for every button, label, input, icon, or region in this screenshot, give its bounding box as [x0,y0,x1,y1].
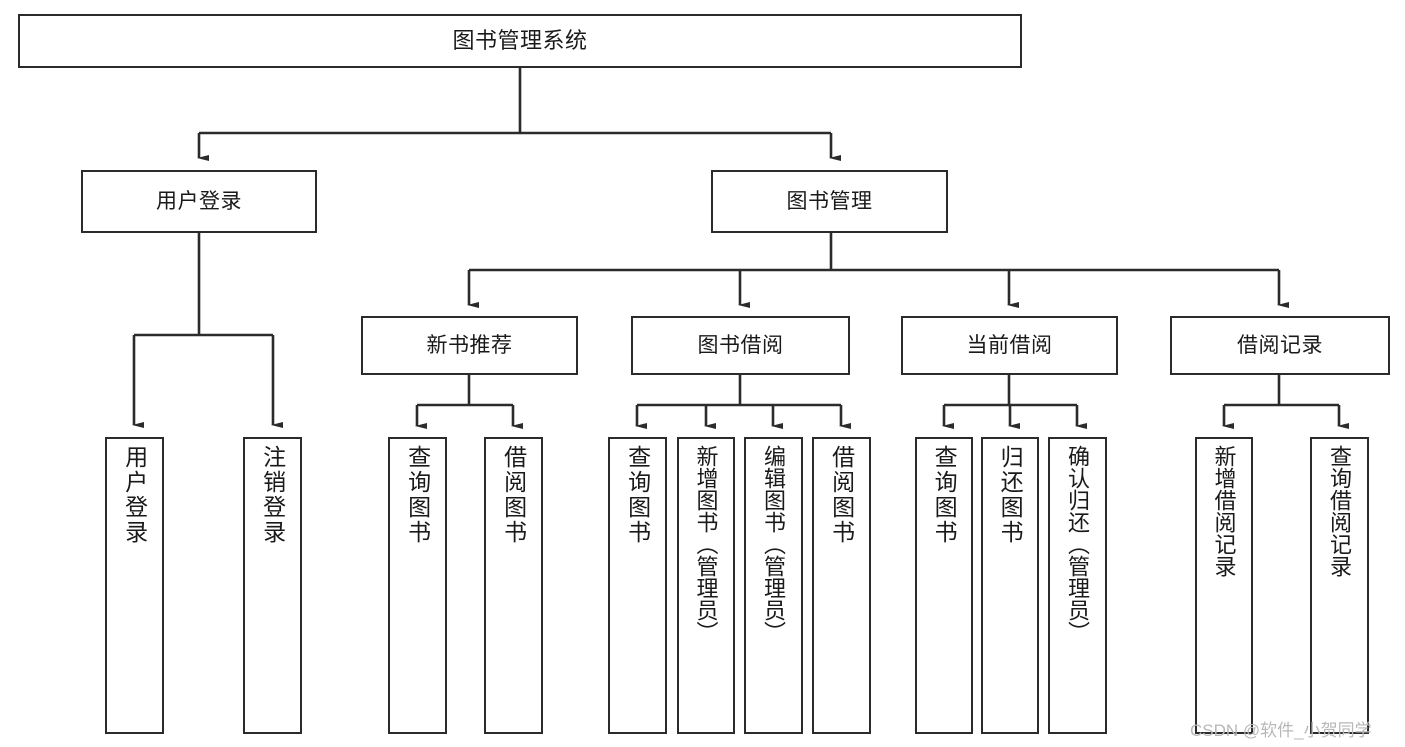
leaf-borrow-record-2-label: 查询借阅记录 [1327,445,1353,577]
leaf-book-borrow-1-label: 查询图书 [624,445,651,545]
csdn-watermark: CSDN @软件_小贺同学 [1190,721,1372,740]
leaf-current-borrow-3-label: 确认归还（管理员） [1065,445,1091,643]
node-root-label: 图书管理系统 [452,27,588,53]
leaf-book-borrow-3[interactable]: 编辑图书（管理员） [744,437,803,734]
leaf-book-borrow-3-label: 编辑图书（管理员） [761,445,787,643]
node-root[interactable]: 图书管理系统 [18,14,1022,68]
node-book-borrow-label: 图书借阅 [697,333,784,357]
leaf-user-login-1-label: 用户登录 [121,445,148,545]
leaf-book-borrow-4-label: 借阅图书 [828,445,855,545]
leaf-book-borrow-2[interactable]: 新增图书（管理员） [677,437,735,734]
node-new-book-recommend-label: 新书推荐 [426,333,513,357]
leaf-borrow-record-1-label: 新增借阅记录 [1211,445,1237,577]
node-user-login-label: 用户登录 [156,189,242,213]
leaf-borrow-record-2[interactable]: 查询借阅记录 [1310,437,1369,734]
leaf-new-book-1[interactable]: 查询图书 [388,437,447,734]
leaf-book-borrow-2-label: 新增图书（管理员） [693,445,719,643]
leaf-current-borrow-2[interactable]: 归还图书 [981,437,1039,734]
leaf-new-book-1-label: 查询图书 [404,445,431,545]
leaf-new-book-2[interactable]: 借阅图书 [484,437,543,734]
node-current-borrow[interactable]: 当前借阅 [901,316,1118,375]
node-book-manage[interactable]: 图书管理 [711,170,948,233]
leaf-borrow-record-1[interactable]: 新增借阅记录 [1195,437,1253,734]
leaf-book-borrow-4[interactable]: 借阅图书 [812,437,871,734]
leaf-book-borrow-1[interactable]: 查询图书 [608,437,667,734]
leaf-new-book-2-label: 借阅图书 [500,445,527,545]
node-book-borrow[interactable]: 图书借阅 [631,316,850,375]
leaf-current-borrow-1-label: 查询图书 [931,445,958,545]
leaf-user-login-1[interactable]: 用户登录 [105,437,164,734]
node-borrow-record-label: 借阅记录 [1237,333,1323,357]
node-user-login[interactable]: 用户登录 [81,170,317,233]
leaf-current-borrow-3[interactable]: 确认归还（管理员） [1048,437,1107,734]
node-new-book-recommend[interactable]: 新书推荐 [361,316,578,375]
leaf-current-borrow-2-label: 归还图书 [997,445,1024,545]
node-current-borrow-label: 当前借阅 [966,333,1053,357]
leaf-user-login-2-label: 注销登录 [259,445,286,545]
leaf-current-borrow-1[interactable]: 查询图书 [915,437,973,734]
node-borrow-record[interactable]: 借阅记录 [1170,316,1390,375]
leaf-user-login-2[interactable]: 注销登录 [243,437,302,734]
node-book-manage-label: 图书管理 [786,189,873,213]
